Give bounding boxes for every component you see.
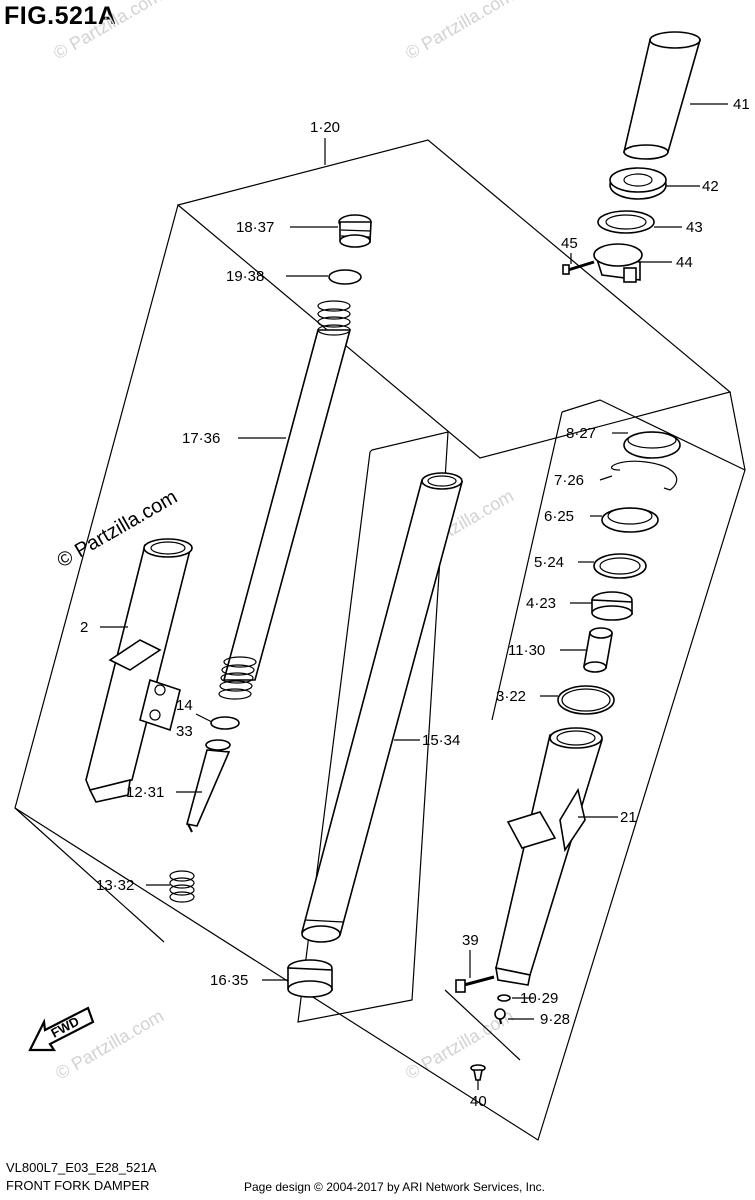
figure-title: FIG.521A xyxy=(4,2,117,30)
callout-33[interactable]: 33 xyxy=(176,723,193,740)
fwd-arrow-icon: FWD xyxy=(28,1006,95,1052)
part-13-spring xyxy=(169,870,195,903)
callout-45[interactable]: 45 xyxy=(561,235,578,252)
callout-44[interactable]: 44 xyxy=(676,254,693,271)
callout-18-37[interactable]: 18·37 xyxy=(236,219,274,236)
part-39-bolt xyxy=(455,975,495,993)
callout-21[interactable]: 21 xyxy=(620,809,637,826)
outline-inner-right-side xyxy=(491,411,563,721)
part-45-bolt xyxy=(562,260,595,275)
part-8-dust-seal xyxy=(623,431,681,459)
part-12-rod xyxy=(186,739,231,833)
figure-name: FRONT FORK DAMPER xyxy=(6,1178,150,1193)
watermark-text: © Partzilla.com xyxy=(50,0,165,63)
callout-14[interactable]: 14 xyxy=(176,697,193,714)
callout-3-22[interactable]: 3·22 xyxy=(496,688,526,705)
callout-1-20[interactable]: 1·20 xyxy=(310,119,340,136)
model-code: VL800L7_E03_E28_521A xyxy=(6,1160,157,1175)
outline-right xyxy=(14,391,746,1141)
part-43-washer xyxy=(597,210,655,234)
part-18-cap-bolt xyxy=(338,214,372,248)
callout-40[interactable]: 40 xyxy=(470,1093,487,1110)
part-40-plug xyxy=(470,1064,486,1081)
callout-12-31[interactable]: 12·31 xyxy=(126,784,164,801)
part-41-boot xyxy=(622,31,702,160)
part-16-bushing xyxy=(287,959,333,998)
part-19-o-ring xyxy=(328,269,362,285)
part-7-snap-ring xyxy=(611,460,678,491)
callout-4-23[interactable]: 4·23 xyxy=(526,595,556,612)
part-15-inner-tube xyxy=(300,472,464,943)
part-2-outer-tube-left xyxy=(85,538,193,803)
callout-10-29[interactable]: 10·29 xyxy=(520,990,558,1007)
callout-16-35[interactable]: 16·35 xyxy=(210,972,248,989)
watermark-text: © Partzilla.com xyxy=(402,0,517,63)
callout-17-36[interactable]: 17·36 xyxy=(182,430,220,447)
callout-41[interactable]: 41 xyxy=(733,96,750,113)
callout-15-34[interactable]: 15·34 xyxy=(422,732,460,749)
part-5-washer xyxy=(593,553,647,579)
callout-7-26[interactable]: 7·26 xyxy=(554,472,584,489)
part-21-outer-tube-right xyxy=(495,727,604,986)
callout-2[interactable]: 2 xyxy=(80,619,88,636)
callout-43[interactable]: 43 xyxy=(686,219,703,236)
part-44-clamp xyxy=(593,243,643,283)
outline-inner xyxy=(297,431,449,1023)
part-3-circlip xyxy=(557,685,615,715)
callout-6-25[interactable]: 6·25 xyxy=(544,508,574,525)
callout-42[interactable]: 42 xyxy=(702,178,719,195)
copyright-text: Page design © 2004-2017 by ARI Network S… xyxy=(244,1180,546,1194)
part-9-screw xyxy=(494,1008,506,1025)
callout-13-32[interactable]: 13·32 xyxy=(96,877,134,894)
part-42-nut xyxy=(609,167,667,200)
part-4-bushing xyxy=(591,591,633,621)
callout-19-38[interactable]: 19·38 xyxy=(226,268,264,285)
outline-inner-right xyxy=(561,399,746,471)
callout-8-27[interactable]: 8·27 xyxy=(566,425,596,442)
callout-5-24[interactable]: 5·24 xyxy=(534,554,564,571)
callout-39[interactable]: 39 xyxy=(462,932,479,949)
part-14-ring xyxy=(210,716,240,730)
part-11-oil-lock xyxy=(583,627,613,673)
part-17-damper-rod xyxy=(218,300,352,700)
part-6-oil-seal xyxy=(601,507,659,533)
callout-11-30[interactable]: 11·30 xyxy=(508,642,545,659)
outline-bottom-sub xyxy=(444,989,521,1061)
part-10-gasket xyxy=(497,994,511,1002)
callout-9-28[interactable]: 9·28 xyxy=(540,1011,570,1028)
